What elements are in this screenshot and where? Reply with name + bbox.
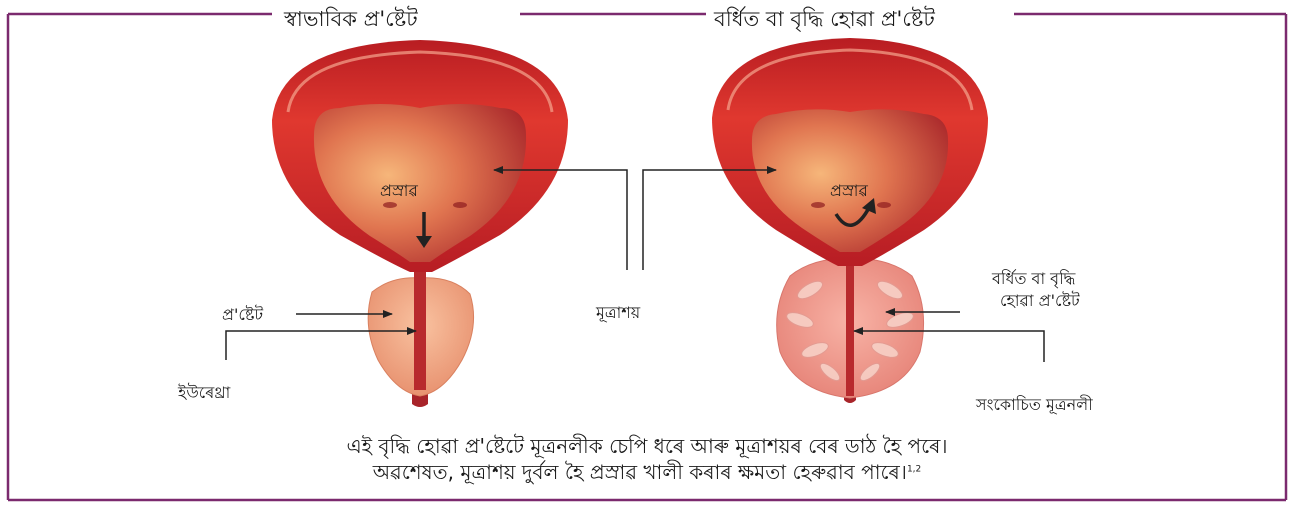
outer-frame	[8, 14, 1286, 500]
label-prostate: প্ৰ'ষ্টেট	[222, 302, 263, 329]
heading-enlarged-prostate: বৰ্ধিত বা বৃদ্ধি হোৱা প্ৰ'ষ্টেট	[708, 3, 941, 38]
urethra-left	[414, 270, 426, 390]
narrowed-urethra	[846, 262, 854, 396]
caption-line-2: অৱশেষত, মূত্ৰাশয় দুৰ্বল হৈ প্ৰস্ৰাৱ খাল…	[0, 458, 1294, 491]
label-urethra: ইউৰেথ্ৰা	[178, 380, 230, 407]
caption-references: 1,2	[907, 464, 921, 474]
label-urine-left: প্ৰস্ৰাৱ	[380, 178, 418, 205]
heading-normal-prostate: স্বাভাবিক প্ৰ'ষ্টেট	[278, 3, 424, 38]
caption-line-2-text: অৱশেষত, মূত্ৰাশয় দুৰ্বল হৈ প্ৰস্ৰাৱ খাল…	[373, 460, 907, 484]
label-narrowed-urethra: সংকোচিত মূত্ৰনলী	[976, 392, 1093, 419]
normal-prostate-illustration	[272, 40, 568, 407]
enlarged-prostate-illustration	[712, 38, 988, 403]
label-bladder: মূত্ৰাশয়	[596, 300, 640, 327]
label-enlarged-prostate-line2: হোৱা প্ৰ'ষ্টেট	[1000, 288, 1080, 315]
label-urine-right: প্ৰস্ৰাৱ	[830, 178, 868, 205]
